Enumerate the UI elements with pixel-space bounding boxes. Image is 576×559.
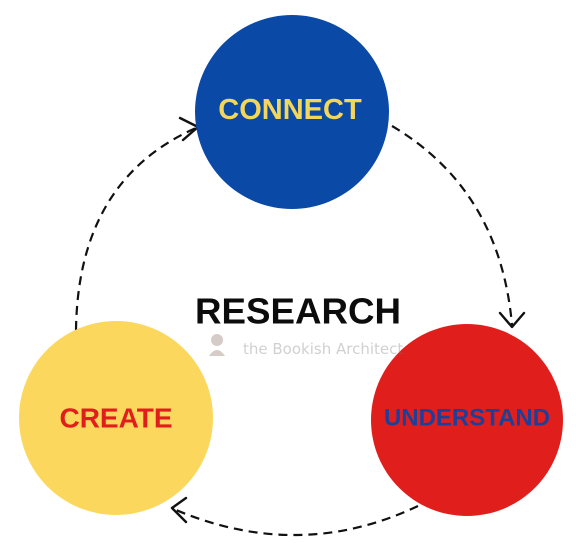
node-connect-circle	[195, 15, 389, 209]
node-understand: UNDERSTAND	[371, 324, 563, 516]
arrowhead-create	[170, 496, 188, 524]
center-title: RESEARCH	[195, 291, 401, 332]
node-connect: CONNECT	[195, 15, 389, 209]
node-create: CREATE	[19, 321, 213, 515]
node-create-label: CREATE	[59, 403, 172, 434]
watermark-text: the Bookish Architect	[243, 340, 403, 358]
arc-understand-to-create	[175, 505, 419, 537]
node-create-circle	[19, 321, 213, 515]
arrowhead-connect	[178, 116, 200, 142]
node-understand-label: UNDERSTAND	[384, 405, 550, 432]
architect-logo-icon	[209, 334, 225, 356]
arrowhead-understand	[498, 311, 526, 329]
arc-create-to-connect	[74, 126, 197, 331]
node-connect-label: CONNECT	[218, 94, 362, 126]
node-understand-circle	[371, 324, 563, 516]
arc-connect-to-understand	[391, 125, 514, 326]
watermark: the Bookish Architect	[209, 334, 403, 358]
